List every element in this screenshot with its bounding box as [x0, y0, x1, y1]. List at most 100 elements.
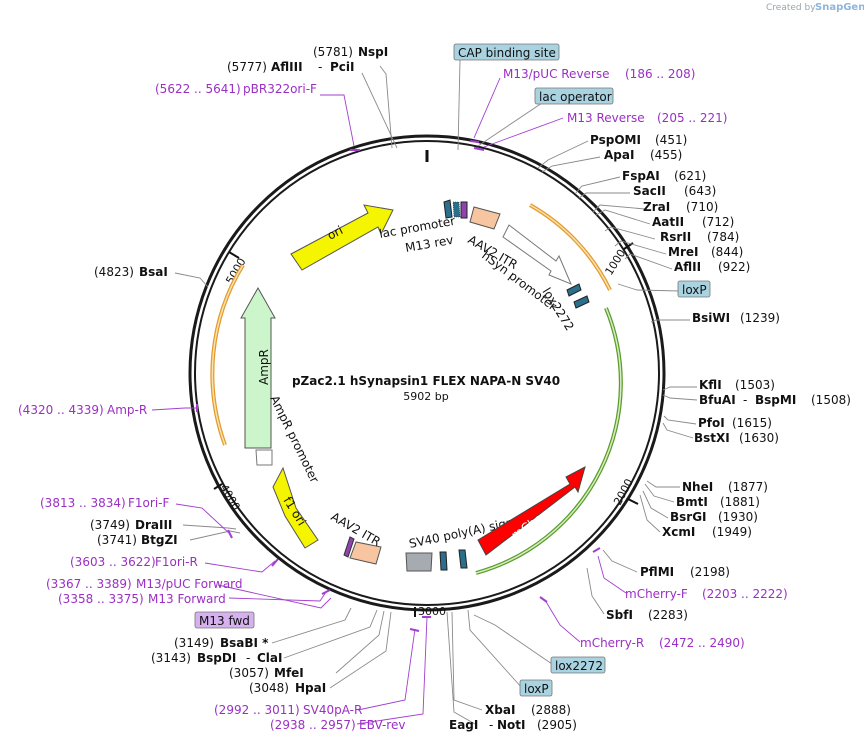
mfei-pos: (3057)	[229, 666, 269, 680]
apai-name[interactable]: ApaI	[604, 148, 634, 162]
loxp-top-feature[interactable]	[573, 295, 590, 309]
eagi-name[interactable]: EagI	[449, 718, 478, 732]
fspai-name[interactable]: FspAI	[622, 169, 660, 183]
watermark-created-by: Created by	[766, 3, 816, 13]
m13puc-rev-pos: (186 .. 208)	[625, 67, 695, 81]
bsabi-pos: (3149)	[174, 636, 214, 650]
boxed-loxp-bottom[interactable]: loxP	[519, 679, 553, 697]
aav2-itr-1-feature[interactable]	[469, 206, 501, 230]
pbr322-name[interactable]: pBR322ori-F	[243, 82, 317, 96]
boxed-loxp-top[interactable]: loxP	[677, 280, 711, 298]
boxed-lox2272-bottom[interactable]: lox2272	[550, 656, 606, 674]
bsabi-name[interactable]: BsaBI *	[220, 636, 269, 650]
pspomi-name[interactable]: PspOMI	[590, 133, 641, 147]
scale-label-4000: 4000	[217, 482, 242, 513]
eagi-dash: -	[489, 718, 493, 732]
rsrii-name[interactable]: RsrII	[660, 230, 691, 244]
mcherry-f-name[interactable]: mCherry-F	[625, 587, 688, 601]
amp-r-name[interactable]: Amp-R	[107, 403, 147, 417]
nspi-name[interactable]: NspI	[358, 45, 388, 59]
mcherry-r-name[interactable]: mCherry-R	[580, 636, 644, 650]
m13-forward-pos: (3358 .. 3375)	[58, 592, 144, 606]
loxp-bottom-text: loxP	[524, 682, 549, 696]
hpai-pos: (3048)	[249, 681, 289, 695]
hpai-name[interactable]: HpaI	[295, 681, 326, 695]
bmti-pos: (1881)	[720, 495, 760, 509]
pspomi-pos: (451)	[655, 133, 687, 147]
afliii-name[interactable]: AflIII	[271, 60, 303, 74]
clai-name[interactable]: ClaI	[257, 651, 282, 665]
lox2272-bottom-text: lox2272	[555, 659, 603, 673]
bsiwi-pos: (1239)	[740, 311, 780, 325]
mcherry-feature[interactable]	[477, 466, 586, 556]
afliii2-name[interactable]: AflII	[674, 260, 701, 274]
lox2272-top-feature[interactable]	[566, 283, 582, 297]
ori-feature[interactable]	[290, 204, 394, 271]
btgzi-pos: (3741)	[97, 533, 137, 547]
f1ori-r-name[interactable]: F1ori-R	[155, 555, 198, 569]
ampr-label: AmpR	[257, 349, 271, 385]
f1ori-f-pos: (3813 .. 3834)	[40, 496, 126, 510]
m13puc-rev-name[interactable]: M13/pUC Reverse	[503, 67, 610, 81]
pcii-name[interactable]: PciI	[330, 60, 355, 74]
hsyn-promoter-feature[interactable]	[502, 224, 572, 285]
watermark-brand: SnapGene	[815, 2, 864, 13]
sacii-name[interactable]: SacII	[633, 184, 666, 198]
lac-operator-text: lac operator	[539, 90, 612, 104]
lac-promoter-feature[interactable]	[443, 199, 453, 219]
sv40-polya-feature[interactable]	[405, 552, 433, 572]
sv40pa-r-name[interactable]: SV40pA-R	[303, 703, 362, 717]
mfei-name[interactable]: MfeI	[274, 666, 304, 680]
pfoi-name[interactable]: PfoI	[698, 416, 725, 430]
sbfi-name[interactable]: SbfI	[606, 608, 633, 622]
loxp-top-text: loxP	[682, 283, 707, 297]
xcmi-name[interactable]: XcmI	[662, 525, 695, 539]
fspai-pos: (621)	[674, 169, 706, 183]
draiii-pos: (3749)	[90, 518, 130, 532]
f1ori-r-pos: (3603 .. 3622)	[70, 555, 156, 569]
f1-ori-feature[interactable]	[272, 466, 319, 549]
mrei-name[interactable]: MreI	[668, 245, 698, 259]
boxed-lac-operator[interactable]: lac operator	[534, 87, 614, 105]
bstxi-pos: (1630)	[739, 431, 779, 445]
draiii-name[interactable]: DraIII	[135, 518, 172, 532]
bsai-name[interactable]: BsaI	[139, 265, 168, 279]
boxed-m13-fwd[interactable]: M13 fwd	[194, 611, 255, 629]
bfuai-pos: (1508)	[811, 393, 851, 407]
ampr-feature[interactable]	[240, 286, 276, 449]
bsai-pos: (4823)	[94, 265, 134, 279]
pflmi-name[interactable]: PflMI	[640, 565, 674, 579]
zrai-name[interactable]: ZraI	[643, 200, 670, 214]
m13-forward-name[interactable]: M13 Forward	[148, 592, 226, 606]
bfuai-name[interactable]: BfuAI	[699, 393, 736, 407]
ampr-promoter-feature[interactable]	[255, 449, 273, 466]
eagi-noti-pos: (2905)	[537, 718, 577, 732]
loxp-bottom-marker	[458, 549, 468, 569]
aatii-name[interactable]: AatII	[652, 215, 684, 229]
bsrgi-name[interactable]: BsrGI	[670, 510, 707, 524]
backbone-inner	[194, 140, 660, 606]
m13-reverse-name[interactable]: M13 Reverse	[567, 111, 645, 125]
bspdi-name[interactable]: BspDI	[197, 651, 236, 665]
btgzi-name[interactable]: BtgZI	[141, 533, 178, 547]
bsiwi-name[interactable]: BsiWI	[692, 311, 730, 325]
bmti-name[interactable]: BmtI	[676, 495, 708, 509]
xbai-pos: (2888)	[531, 703, 571, 717]
nhei-name[interactable]: NheI	[682, 480, 713, 494]
noti-name[interactable]: NotI	[497, 718, 526, 732]
m13-rev-feature[interactable]	[460, 201, 468, 219]
xbai-name[interactable]: XbaI	[485, 703, 515, 717]
aav2-itr-2-feature[interactable]	[349, 541, 382, 565]
f1ori-f-name[interactable]: F1ori-F	[128, 496, 169, 510]
afliii-dash: -	[318, 60, 322, 74]
sv40pa-r-pos: (2992 .. 3011)	[214, 703, 300, 717]
m13puc-fwd-name[interactable]: M13/pUC Forward	[136, 577, 243, 591]
kfli-name[interactable]: KflI	[699, 378, 722, 392]
scale-label-3000: 3000	[418, 605, 446, 618]
bspmi-name[interactable]: BspMI	[755, 393, 796, 407]
ebv-rev-name[interactable]: EBV-rev	[359, 718, 405, 732]
boxed-cap-binding-site[interactable]: CAP binding site	[453, 43, 560, 61]
lox-arc-orange-left-inner	[211, 264, 244, 446]
lac-operator-feature	[452, 201, 461, 218]
bstxi-name[interactable]: BstXI	[694, 431, 730, 445]
